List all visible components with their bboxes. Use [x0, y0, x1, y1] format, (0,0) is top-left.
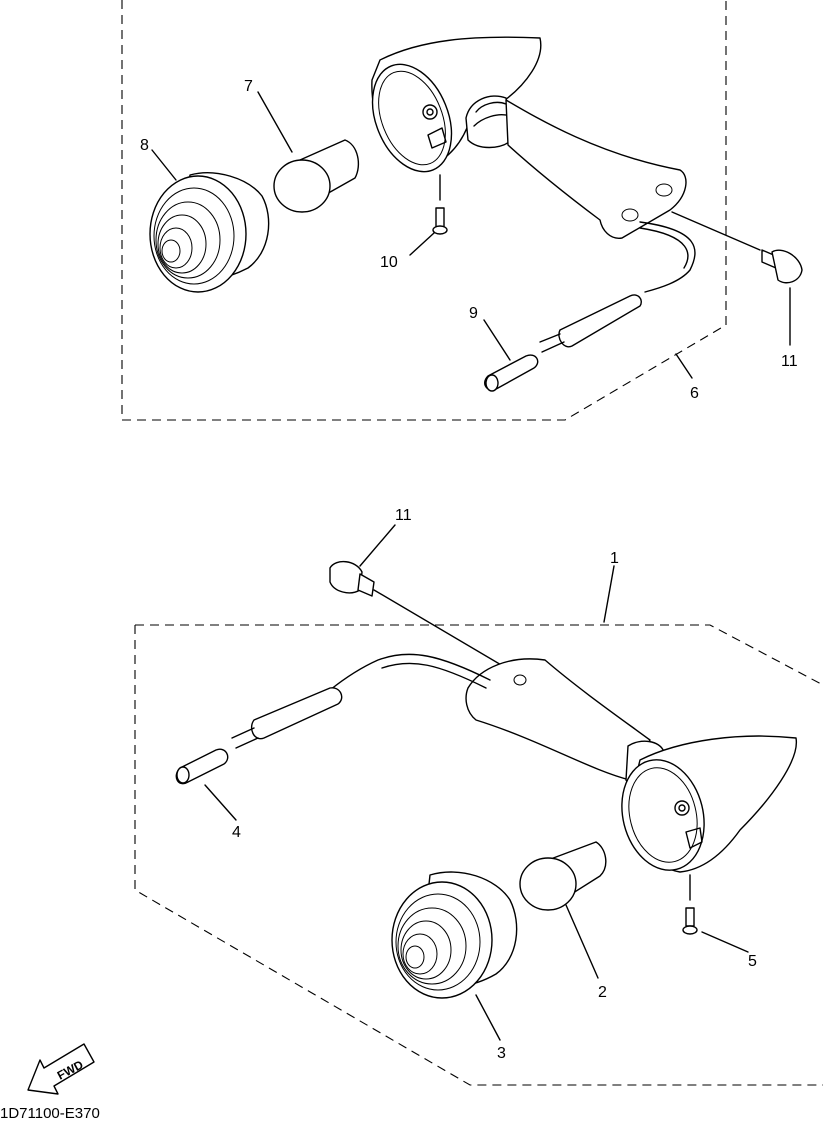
part-5-screw	[682, 874, 698, 935]
label-9: 9	[469, 305, 478, 322]
label-11-lower: 11	[395, 507, 412, 524]
leader-4	[204, 784, 237, 821]
label-7: 7	[244, 78, 253, 95]
label-2: 2	[598, 984, 607, 1001]
assembly-1-boundary	[134, 624, 823, 1086]
leader-6	[675, 353, 693, 379]
leader-10	[409, 232, 435, 256]
fwd-arrow-icon: FWD	[27, 1043, 95, 1095]
leader-11-lower	[359, 524, 396, 567]
leader-7	[257, 91, 293, 153]
leader-2	[565, 904, 599, 979]
part-9-coupler	[484, 354, 539, 392]
leader-8	[151, 149, 177, 181]
upper-wire-connector	[539, 294, 642, 353]
label-5: 5	[748, 953, 757, 970]
part-11-bolt-upper	[671, 211, 803, 284]
part-2-bulb	[519, 841, 607, 911]
part-8-lens	[149, 172, 270, 293]
label-11-upper: 11	[781, 353, 798, 370]
label-4: 4	[232, 824, 241, 841]
label-8: 8	[140, 137, 149, 154]
label-6: 6	[690, 385, 699, 402]
lower-assembly-group: 11 1 4 2 3 5	[134, 507, 823, 1086]
drawing-code: 1D71100-E370	[0, 1105, 100, 1121]
upper-assembly-group: 7 8 9 10 11 6	[121, 0, 803, 421]
upper-housing	[371, 36, 687, 239]
part-11-bolt-lower	[329, 561, 521, 677]
label-10: 10	[380, 254, 398, 271]
leader-5	[701, 931, 749, 953]
part-4-coupler	[175, 748, 229, 785]
part-10-screw	[432, 174, 448, 235]
leader-1	[603, 565, 615, 623]
part-3-lens	[391, 871, 518, 999]
assembly-6-boundary	[121, 0, 727, 421]
lower-wire-connector	[231, 687, 343, 749]
part-7-bulb	[273, 139, 360, 213]
label-1: 1	[610, 550, 619, 567]
lower-wire	[329, 653, 491, 691]
label-3: 3	[497, 1045, 506, 1062]
upper-wire	[639, 221, 696, 293]
leader-3	[475, 994, 501, 1041]
lower-housing	[465, 658, 797, 873]
leader-9	[483, 319, 511, 361]
